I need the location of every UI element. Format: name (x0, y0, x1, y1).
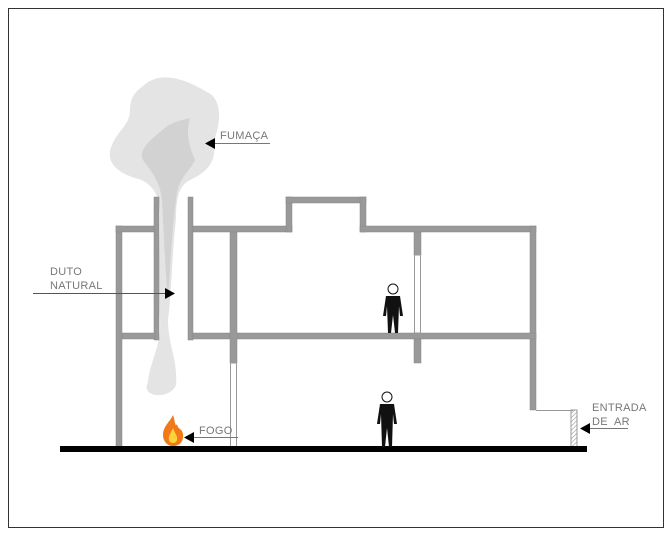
smoke-annotation: FUMAÇA (205, 130, 270, 149)
column-left (229, 231, 238, 364)
air-inlet-label-line1: ENTRADA (592, 402, 647, 414)
duct-wall-left (153, 196, 160, 341)
person-upper-icon (383, 283, 403, 333)
duct-wall-right (187, 196, 194, 341)
fire-icon (163, 415, 184, 446)
duct-annotation: DUTO NATURAL (33, 266, 175, 299)
roof-mid (192, 225, 293, 233)
opening-upper-right (414, 254, 421, 334)
smoke-cloud (109, 77, 219, 396)
column-right-top (413, 231, 422, 256)
air-inlet-grille (570, 409, 578, 448)
person-lower-icon (377, 391, 397, 447)
left-outer-wall (115, 225, 123, 451)
roof-raised (285, 196, 367, 204)
duct-label-line2: NATURAL (50, 280, 103, 292)
ground-line (60, 446, 587, 452)
smoke-label: FUMAÇA (220, 130, 269, 142)
air-inlet-annotation: ENTRADA DE AR (580, 402, 647, 434)
fire-label: FOGO (199, 425, 233, 437)
duct-label-line1: DUTO (50, 266, 82, 278)
floor-slab-left (121, 332, 156, 340)
roof-left (115, 225, 156, 233)
right-outer-wall (529, 225, 537, 411)
air-inlet-label-line2: DE AR (592, 416, 630, 428)
column-right-bottom (413, 338, 422, 364)
floor-slab-right (192, 332, 537, 340)
fire-annotation: FOGO (184, 425, 238, 443)
roof-right (359, 225, 537, 233)
building-section (115, 196, 537, 451)
